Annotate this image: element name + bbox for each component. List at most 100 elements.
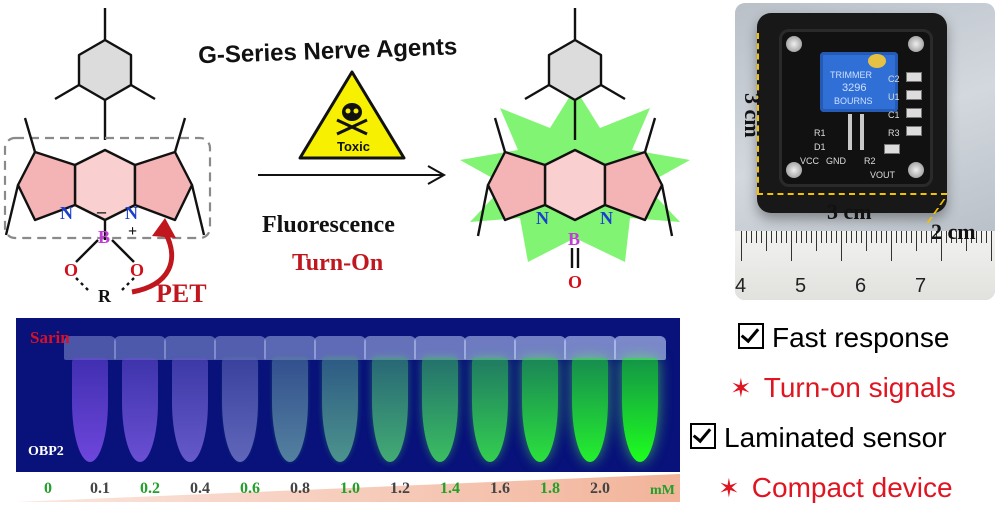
tube-body: [322, 358, 358, 462]
ruler-tick: [841, 231, 842, 261]
concentration-value: 1.2: [390, 480, 410, 497]
left-atom-o2: O: [130, 260, 144, 280]
tube-body: [472, 358, 508, 462]
left-mesityl-ring: [77, 38, 133, 102]
board-label: R3: [888, 128, 900, 138]
sample-tube: [264, 336, 316, 466]
sample-tube: [464, 336, 516, 466]
ruler-tick: [981, 231, 982, 243]
ruler-tick: [831, 231, 832, 243]
tube-cap: [164, 336, 216, 360]
dimension-height-label: 3 cm: [740, 93, 765, 138]
trimmer-text-3: BOURNS: [834, 96, 873, 106]
sample-tube: [514, 336, 566, 466]
pet-arrow: [131, 230, 175, 295]
concentration-value: 0.8: [290, 480, 310, 497]
ruler-number: 4: [735, 275, 747, 297]
board-label: C1: [888, 110, 900, 120]
smd-component: [884, 144, 900, 154]
dimension-line-width: [757, 193, 947, 195]
right-center-ring: [543, 148, 607, 222]
ruler-tick: [751, 231, 752, 243]
right-atom-boron: B: [568, 229, 580, 249]
smd-component: [906, 126, 922, 136]
ruler-tick: [916, 231, 917, 251]
ruler-tick: [951, 231, 952, 243]
tube-cap: [314, 336, 366, 360]
ruler-tick: [861, 231, 862, 243]
sample-tube: [564, 336, 616, 466]
trimmer-potentiometer: TRIMMER 3296 BOURNS: [820, 52, 898, 112]
right-atom-n1: N: [536, 208, 549, 228]
ruler-tick: [886, 231, 887, 243]
ruler-tick: [806, 231, 807, 243]
board-label: GND: [826, 156, 846, 166]
concentration-value: 1.0: [340, 480, 360, 497]
left-atom-boron: B: [98, 227, 110, 247]
trimmer-knob: [868, 54, 886, 68]
concentration-value: 1.4: [440, 480, 460, 497]
board-label: VOUT: [870, 170, 896, 180]
ruler-number: 5: [795, 275, 807, 297]
sample-tube: [314, 336, 366, 466]
smd-component: [906, 108, 922, 118]
tube-cap: [64, 336, 116, 360]
concentration-value: 0.2: [140, 480, 160, 497]
concentration-value: 2.0: [590, 480, 610, 497]
star-icon: ✶: [718, 473, 740, 503]
ruler-tick: [776, 231, 777, 243]
trimmer-text-1: TRIMMER: [830, 70, 872, 80]
hazard-label: Toxic: [337, 139, 370, 154]
concentration-wedge: [16, 474, 680, 502]
ruler-tick: [871, 231, 872, 243]
screw-icon: [908, 162, 924, 178]
ruler-tick: [986, 231, 987, 243]
left-atom-plus: +: [128, 223, 137, 240]
tube-body: [422, 358, 458, 462]
ruler-tick: [851, 231, 852, 243]
tube-body: [622, 358, 658, 462]
tube-body: [122, 358, 158, 462]
ruler-tick: [921, 231, 922, 243]
ruler-tick: [796, 231, 797, 243]
concentration-unit: mM: [650, 483, 675, 498]
sensor-pin: [848, 114, 852, 150]
ruler-tick: [946, 231, 947, 243]
skull-crossbones-icon: [336, 103, 368, 136]
tube-cap: [214, 336, 266, 360]
board-label: D1: [814, 142, 826, 152]
tube-body: [72, 358, 108, 462]
ruler-tick: [991, 231, 992, 261]
concentration-value: 0: [44, 480, 52, 497]
tube-body: [372, 358, 408, 462]
ruler-tick: [761, 231, 762, 243]
feature-laminated-sensor: Laminated sensor: [690, 422, 947, 454]
sensor-pin: [860, 114, 864, 150]
dimension-line-height: [757, 33, 759, 193]
feature-text: Fast response: [772, 322, 950, 353]
ruler-tick: [876, 231, 877, 243]
right-pyrrole-left: [486, 150, 547, 222]
ruler-tick: [746, 231, 747, 243]
pet-arrowhead: [152, 218, 176, 238]
tube-cap: [464, 336, 516, 360]
feature-text: Compact device: [751, 472, 953, 503]
trimmer-text-2: 3296: [842, 82, 867, 94]
star-icon: ✶: [730, 373, 752, 403]
ruler-tick: [836, 231, 837, 243]
device-housing: TRIMMER 3296 BOURNS U1 R3 C1 C2 R2 R1 D1…: [757, 13, 947, 213]
concentration-value: 1.8: [540, 480, 560, 497]
right-mesityl-ring: [547, 38, 603, 102]
tube-body: [572, 358, 608, 462]
left-atom-r: R: [98, 286, 112, 306]
left-atom-n2: N: [125, 203, 138, 223]
ruler-tick: [786, 231, 787, 243]
reaction-scheme: N N – + B O O R PET G-Series Nerve Agent…: [3, 8, 690, 308]
left-bodipy-structure: [3, 8, 212, 293]
ruler-tick: [906, 231, 907, 243]
left-atom-n1: N: [60, 203, 73, 223]
feature-fast-response: Fast response: [738, 322, 949, 354]
arrow-label-turn-on: Turn-On: [292, 250, 383, 276]
